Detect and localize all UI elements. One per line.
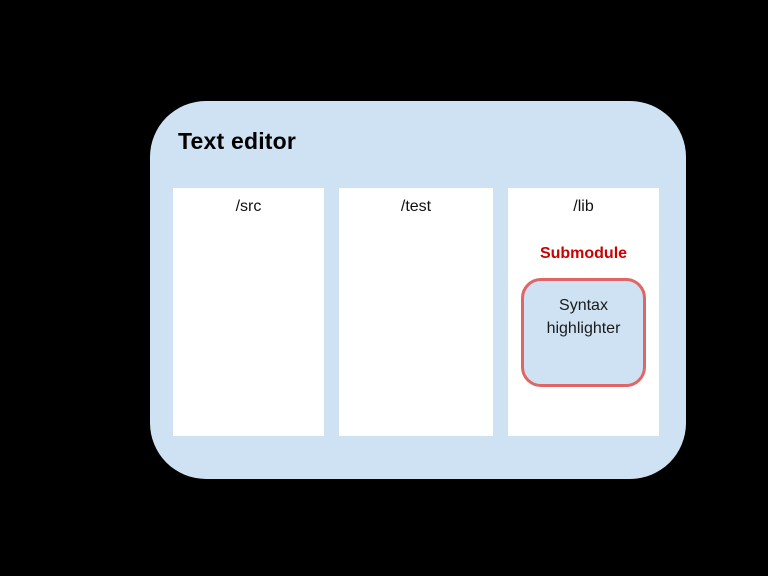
submodule-box-label: Syntax highlighter [546,297,621,337]
panel-test-label: /test [400,198,432,215]
text-editor-container: Text editor /src /test /lib Submodule Sy… [150,101,686,479]
diagram-title: Text editor [178,128,297,154]
panel-lib-label: /lib [573,198,594,215]
submodule-box: Syntax highlighter [521,278,646,387]
panel-lib: /lib Submodule Syntax highlighter [508,188,659,436]
submodule-heading: Submodule [539,245,628,262]
panel-src: /src [173,188,324,436]
panel-test: /test [339,188,493,436]
panel-src-label: /src [235,198,262,215]
